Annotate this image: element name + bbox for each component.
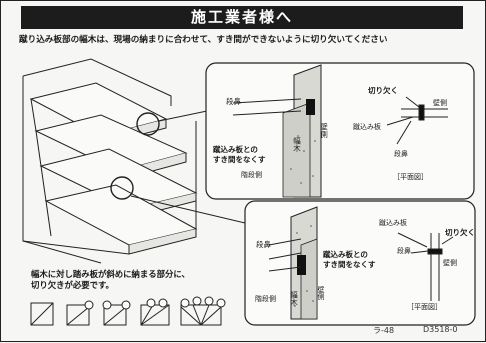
upper-plan-caption: ［平面図］: [393, 173, 428, 181]
upper-gap-note-1: 蹴込み板との: [213, 144, 258, 154]
notch-note: 幅木に対し踏み板が斜めに納まる部分に、 切り欠きが必要です。: [31, 269, 261, 291]
lower-kabe-label: 壁側: [317, 285, 325, 300]
upper-habaki-label: 幅木: [292, 136, 301, 154]
lower-habaki-label: 幅木: [289, 290, 298, 308]
upper-plan-dantsura-label: 段鼻: [394, 149, 408, 158]
upper-plan-kabe-label: 壁側: [433, 98, 447, 107]
upper-plan-kerikomi-label: 蹴込み板: [353, 122, 381, 131]
lower-plan-kerikomi-label: 蹴込み板: [379, 218, 407, 227]
lower-detail-box: 段鼻 幅木 壁側 蹴込み板との すき間をなくす 階段側 蹴込み板 切り欠く 段鼻…: [244, 200, 476, 326]
lower-gap-note-1: 蹴込み板との: [323, 249, 368, 259]
instruction-text: 蹴り込み板部の幅木は、現場の納まりに合わせて、すき間ができないように切り欠いてく…: [19, 35, 388, 45]
upper-dantsura-label: 段鼻: [226, 96, 241, 106]
upper-detail-box: 段鼻 幅木 壁側 蹴込み板との すき間をなくす 階段側 切り欠く 壁側 蹴込み板…: [205, 62, 475, 200]
upper-kabe-label: 壁側: [319, 122, 328, 139]
lower-kaidan-label: 階段側: [255, 294, 276, 303]
staircase-drawing: [22, 58, 246, 264]
lower-gap-note-2: すき間をなくす: [323, 260, 376, 269]
lower-plan-caption: ［平面図］: [407, 303, 442, 311]
lower-plan-kabe-label: 壁側: [443, 258, 457, 267]
upper-gap-note-2: すき間をなくす: [213, 155, 266, 164]
upper-kaidan-label: 階段側: [241, 170, 262, 179]
lower-dantsura-label: 段鼻: [256, 239, 271, 249]
page-code: ラ-48: [373, 326, 395, 335]
page-title: 施工業者様へ: [21, 6, 463, 29]
lower-plan-cut-label: 切り欠く: [445, 227, 475, 237]
notch-examples: [30, 296, 226, 326]
upper-plan-cut-label: 切り欠く: [368, 85, 398, 95]
note-line-1: 幅木に対し踏み板が斜めに納まる部分に、: [31, 269, 190, 279]
document-code: D3518-0: [423, 325, 458, 334]
note-line-2: 切り欠きが必要です。: [31, 280, 114, 290]
lower-plan-dantsura-label: 段鼻: [397, 246, 411, 255]
